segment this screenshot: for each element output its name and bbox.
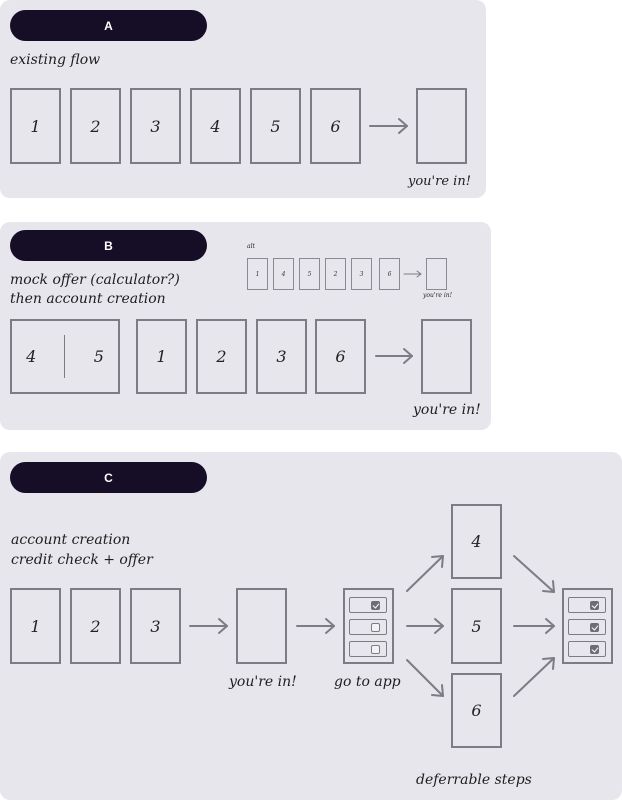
panel-c-step-3: 3	[130, 588, 181, 664]
arrow-icon	[369, 118, 408, 134]
panel-c-step-2: 2	[70, 588, 121, 664]
arrow-icon	[513, 618, 555, 634]
panel-b-step-1: 1	[136, 319, 187, 394]
arrow-icon	[406, 618, 444, 634]
panel-b-alt-step-3: 3	[351, 258, 372, 290]
panel-c-title-line2: credit check + offer	[11, 552, 153, 568]
panel-c-deferrable-step-5: 5	[451, 588, 502, 664]
panel-c-final-checklist	[562, 588, 613, 664]
panel-c-youre-in-label: you're in!	[229, 674, 297, 690]
panel-b-step-6: 6	[315, 319, 366, 394]
app-checklist-row-2	[349, 619, 387, 635]
arrow-icon	[406, 659, 444, 697]
arrow-icon	[513, 657, 555, 697]
checkbox-icon	[371, 644, 380, 654]
panel-c-title-line1: account creation	[11, 532, 131, 548]
panel-c-deferrable-step-6: 6	[451, 673, 502, 748]
panel-b-alt-step-5: 5	[299, 258, 320, 290]
panel-b-alt-step-1: 1	[247, 258, 268, 290]
panel-b-alt-step-6: 6	[379, 258, 400, 290]
panel-c-youre-in-box	[236, 588, 287, 664]
panel-a-step-5: 5	[250, 88, 301, 164]
panel-b-step-2: 2	[196, 319, 247, 394]
panel-a-step-6: 6	[310, 88, 361, 164]
panel-b-alt-step-2: 2	[325, 258, 346, 290]
final-checklist-row-2	[568, 619, 606, 635]
panel-b: B mock offer (calculator?) then account …	[0, 222, 491, 430]
checkbox-icon	[590, 600, 599, 610]
panel-a-step-3: 3	[130, 88, 181, 164]
checkbox-icon	[371, 622, 380, 632]
panel-c-deferrable-step-4: 4	[451, 504, 502, 579]
arrow-icon	[406, 555, 444, 592]
final-checklist-row-3	[568, 641, 606, 657]
panel-c-badge: C	[10, 462, 207, 493]
panel-a: A existing flow 1 2 3 4 5 6 you're in!	[0, 0, 486, 198]
arrow-icon	[403, 270, 422, 278]
panel-b-split-box: 4 5	[10, 319, 120, 394]
checkbox-icon	[371, 600, 380, 610]
panel-a-step-2: 2	[70, 88, 121, 164]
panel-b-alt-result-label: you're in!	[423, 292, 453, 299]
panel-a-result-label: you're in!	[408, 174, 471, 189]
panel-a-step-1: 1	[10, 88, 61, 164]
panel-c-deferrable-label: deferrable steps	[416, 772, 532, 788]
panel-c-step-1: 1	[10, 588, 61, 664]
panel-b-title-line1: mock offer (calculator?)	[10, 272, 180, 288]
panel-b-split-right: 5	[93, 347, 104, 366]
panel-c-go-to-app-label: go to app	[334, 674, 401, 690]
panel-b-result-box	[421, 319, 472, 394]
panel-b-alt-step-4: 4	[273, 258, 294, 290]
panel-a-result-box	[416, 88, 467, 164]
panel-a-badge: A	[10, 10, 207, 41]
panel-a-title: existing flow	[10, 52, 101, 68]
panel-b-alt-result-box	[426, 258, 447, 290]
checkbox-icon	[590, 644, 599, 654]
panel-a-step-4: 4	[190, 88, 241, 164]
panel-b-alt-label: alt	[247, 243, 255, 250]
arrow-icon	[296, 618, 335, 634]
panel-b-step-3: 3	[256, 319, 307, 394]
app-checklist-row-3	[349, 641, 387, 657]
arrow-icon	[513, 555, 555, 593]
app-checklist-row-1	[349, 597, 387, 613]
final-checklist-row-1	[568, 597, 606, 613]
arrow-icon	[375, 348, 413, 364]
panel-b-split-divider	[64, 335, 66, 378]
panel-c-app-checklist	[343, 588, 394, 664]
panel-b-title-line2: then account creation	[10, 291, 166, 307]
checkbox-icon	[590, 622, 599, 632]
arrow-icon	[189, 618, 228, 634]
panel-b-badge: B	[10, 230, 207, 261]
panel-b-result-label: you're in!	[413, 402, 481, 418]
panel-b-split-left: 4	[26, 347, 37, 366]
